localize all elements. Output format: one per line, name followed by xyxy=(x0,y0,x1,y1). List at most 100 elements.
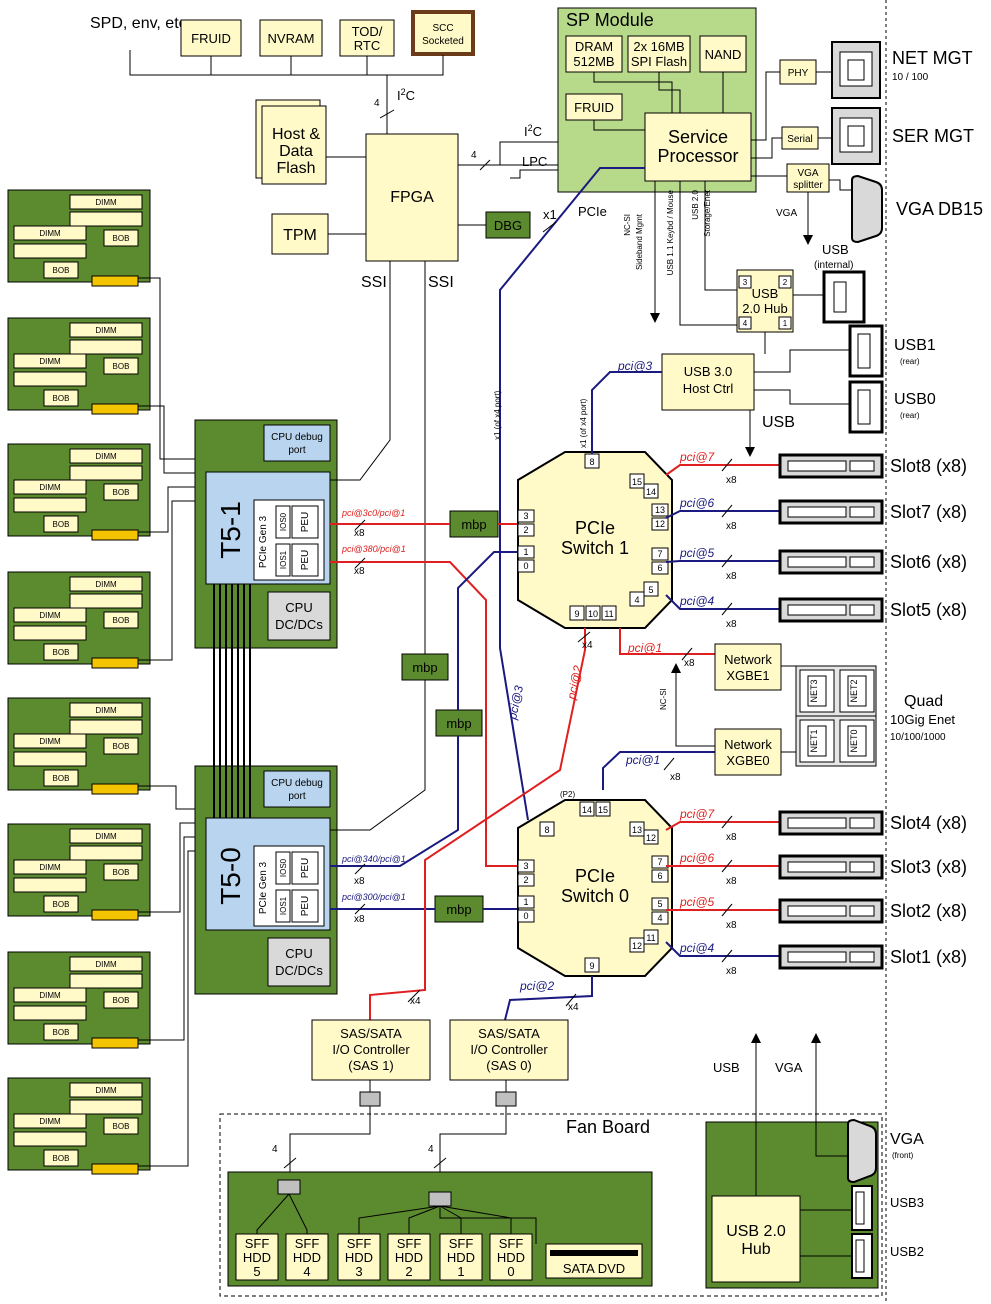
svg-text:x4: x4 xyxy=(568,1002,579,1013)
svg-text:4: 4 xyxy=(743,319,748,328)
svg-text:I2C: I2C xyxy=(524,123,542,139)
svg-text:(front): (front) xyxy=(892,1151,914,1160)
svg-text:HDD: HDD xyxy=(497,1250,525,1265)
usb3-host-ctrl: USB 3.0 Host Ctrl xyxy=(661,353,755,411)
svg-text:pci@2: pci@2 xyxy=(519,979,555,993)
net-mgt-port xyxy=(831,41,881,99)
svg-text:1: 1 xyxy=(523,897,528,907)
bob-label: BOB xyxy=(53,648,70,657)
net-port: NET3 xyxy=(799,669,835,713)
svg-text:15: 15 xyxy=(598,805,608,815)
svg-text:PEU: PEU xyxy=(300,550,311,571)
svg-text:2: 2 xyxy=(523,875,528,885)
slot-pci-label: pci@6 xyxy=(679,496,715,510)
svg-text:NET MGT: NET MGT xyxy=(892,48,973,68)
bob-label: BOB xyxy=(113,1122,130,1131)
svg-text:x4: x4 xyxy=(582,640,593,651)
dimm-label: DIMM xyxy=(39,1117,61,1126)
usb3-front-port xyxy=(851,1185,873,1231)
pcie-gen-label: PCIe Gen 3 xyxy=(258,861,269,914)
svg-text:TPM: TPM xyxy=(283,227,317,244)
bob-label: BOB xyxy=(113,616,130,625)
phy-box: PHY xyxy=(779,59,817,85)
svg-text:9: 9 xyxy=(574,609,579,619)
cpu-debug-label: CPU debug xyxy=(271,778,323,789)
svg-text:SATA DVD: SATA DVD xyxy=(563,1261,625,1276)
svg-text:splitter: splitter xyxy=(793,180,823,191)
svg-text:SER MGT: SER MGT xyxy=(892,126,974,146)
svg-text:DC/DCs: DC/DCs xyxy=(275,617,323,632)
svg-text:VGA DB15: VGA DB15 xyxy=(896,199,983,219)
switch-port: 1 xyxy=(517,545,535,559)
svg-text:Sideband Mgmt: Sideband Mgmt xyxy=(635,213,644,270)
svg-text:1: 1 xyxy=(523,547,528,557)
svg-text:10Gig Enet: 10Gig Enet xyxy=(890,712,955,727)
svg-text:3: 3 xyxy=(523,861,528,871)
slot-name: Slot1 (x8) xyxy=(890,947,967,967)
vga-db15-connector xyxy=(851,174,883,244)
svg-text:6: 6 xyxy=(657,563,662,573)
svg-text:NC-SI: NC-SI xyxy=(623,214,632,236)
net-port: NET1 xyxy=(799,719,835,763)
svg-text:Switch 0: Switch 0 xyxy=(561,886,629,906)
dimm-label: DIMM xyxy=(39,611,61,620)
svg-text:USB0: USB0 xyxy=(894,391,936,408)
cpu-dcdc-label: CPU xyxy=(285,946,312,961)
bob-label: BOB xyxy=(113,488,130,497)
slot-lane-label: x8 xyxy=(726,521,737,532)
svg-text:NC-SI: NC-SI xyxy=(659,688,668,710)
switch-port: 7 xyxy=(651,547,669,561)
svg-text:HDD: HDD xyxy=(447,1250,475,1265)
svg-text:DBG: DBG xyxy=(494,218,522,233)
dimm-label: DIMM xyxy=(95,706,117,715)
svg-text:USB: USB xyxy=(822,242,849,257)
vga-splitter-box: VGA splitter xyxy=(786,163,830,193)
svg-text:(SAS 0): (SAS 0) xyxy=(486,1058,532,1073)
dimm-label: DIMM xyxy=(95,832,117,841)
svg-text:USB 2.0: USB 2.0 xyxy=(726,1223,786,1240)
net-port: NET0 xyxy=(839,719,875,763)
usb1-rear-port xyxy=(848,324,884,378)
svg-text:Host &: Host & xyxy=(272,126,320,143)
switch-port: 14 xyxy=(643,483,659,499)
bob-label: BOB xyxy=(113,868,130,877)
slot-pci-label: pci@5 xyxy=(679,895,715,909)
svg-text:11: 11 xyxy=(604,609,613,619)
switch-port: 14 xyxy=(579,801,595,817)
slot-lane-label: x8 xyxy=(726,832,737,843)
svg-text:x8: x8 xyxy=(354,528,365,539)
svg-text:IOS1: IOS1 xyxy=(279,896,288,915)
front-vga-connector xyxy=(847,1118,877,1184)
svg-text:12: 12 xyxy=(655,519,665,529)
switch-port: 6 xyxy=(651,869,669,883)
svg-text:PEU: PEU xyxy=(300,896,311,917)
svg-text:Serial: Serial xyxy=(787,134,813,145)
svg-text:Data: Data xyxy=(279,143,313,160)
slot-pci-label: pci@7 xyxy=(679,450,716,464)
svg-text:5: 5 xyxy=(253,1264,260,1279)
switch-port: 11 xyxy=(601,605,617,621)
bob-label: BOB xyxy=(53,1028,70,1037)
svg-text:8: 8 xyxy=(589,457,594,467)
svg-text:2: 2 xyxy=(783,278,788,287)
slot-name: Slot7 (x8) xyxy=(890,502,967,522)
bob-label: BOB xyxy=(113,996,130,1005)
svg-text:(P2): (P2) xyxy=(560,790,575,799)
pcie-switch-0: PCIe Switch 0 xyxy=(517,799,673,977)
switch-port: 12 xyxy=(651,517,669,531)
svg-text:USB2: USB2 xyxy=(890,1244,924,1259)
bob-label: BOB xyxy=(113,362,130,371)
svg-text:SPI Flash: SPI Flash xyxy=(631,54,687,69)
slot-name: Slot3 (x8) xyxy=(890,857,967,877)
svg-text:USB1: USB1 xyxy=(894,337,936,354)
switch-port: 0 xyxy=(517,559,535,573)
svg-text:SAS/SATA: SAS/SATA xyxy=(340,1026,402,1041)
svg-text:11: 11 xyxy=(646,933,655,943)
svg-text:port: port xyxy=(288,445,305,456)
switch-port: 9 xyxy=(569,605,585,621)
